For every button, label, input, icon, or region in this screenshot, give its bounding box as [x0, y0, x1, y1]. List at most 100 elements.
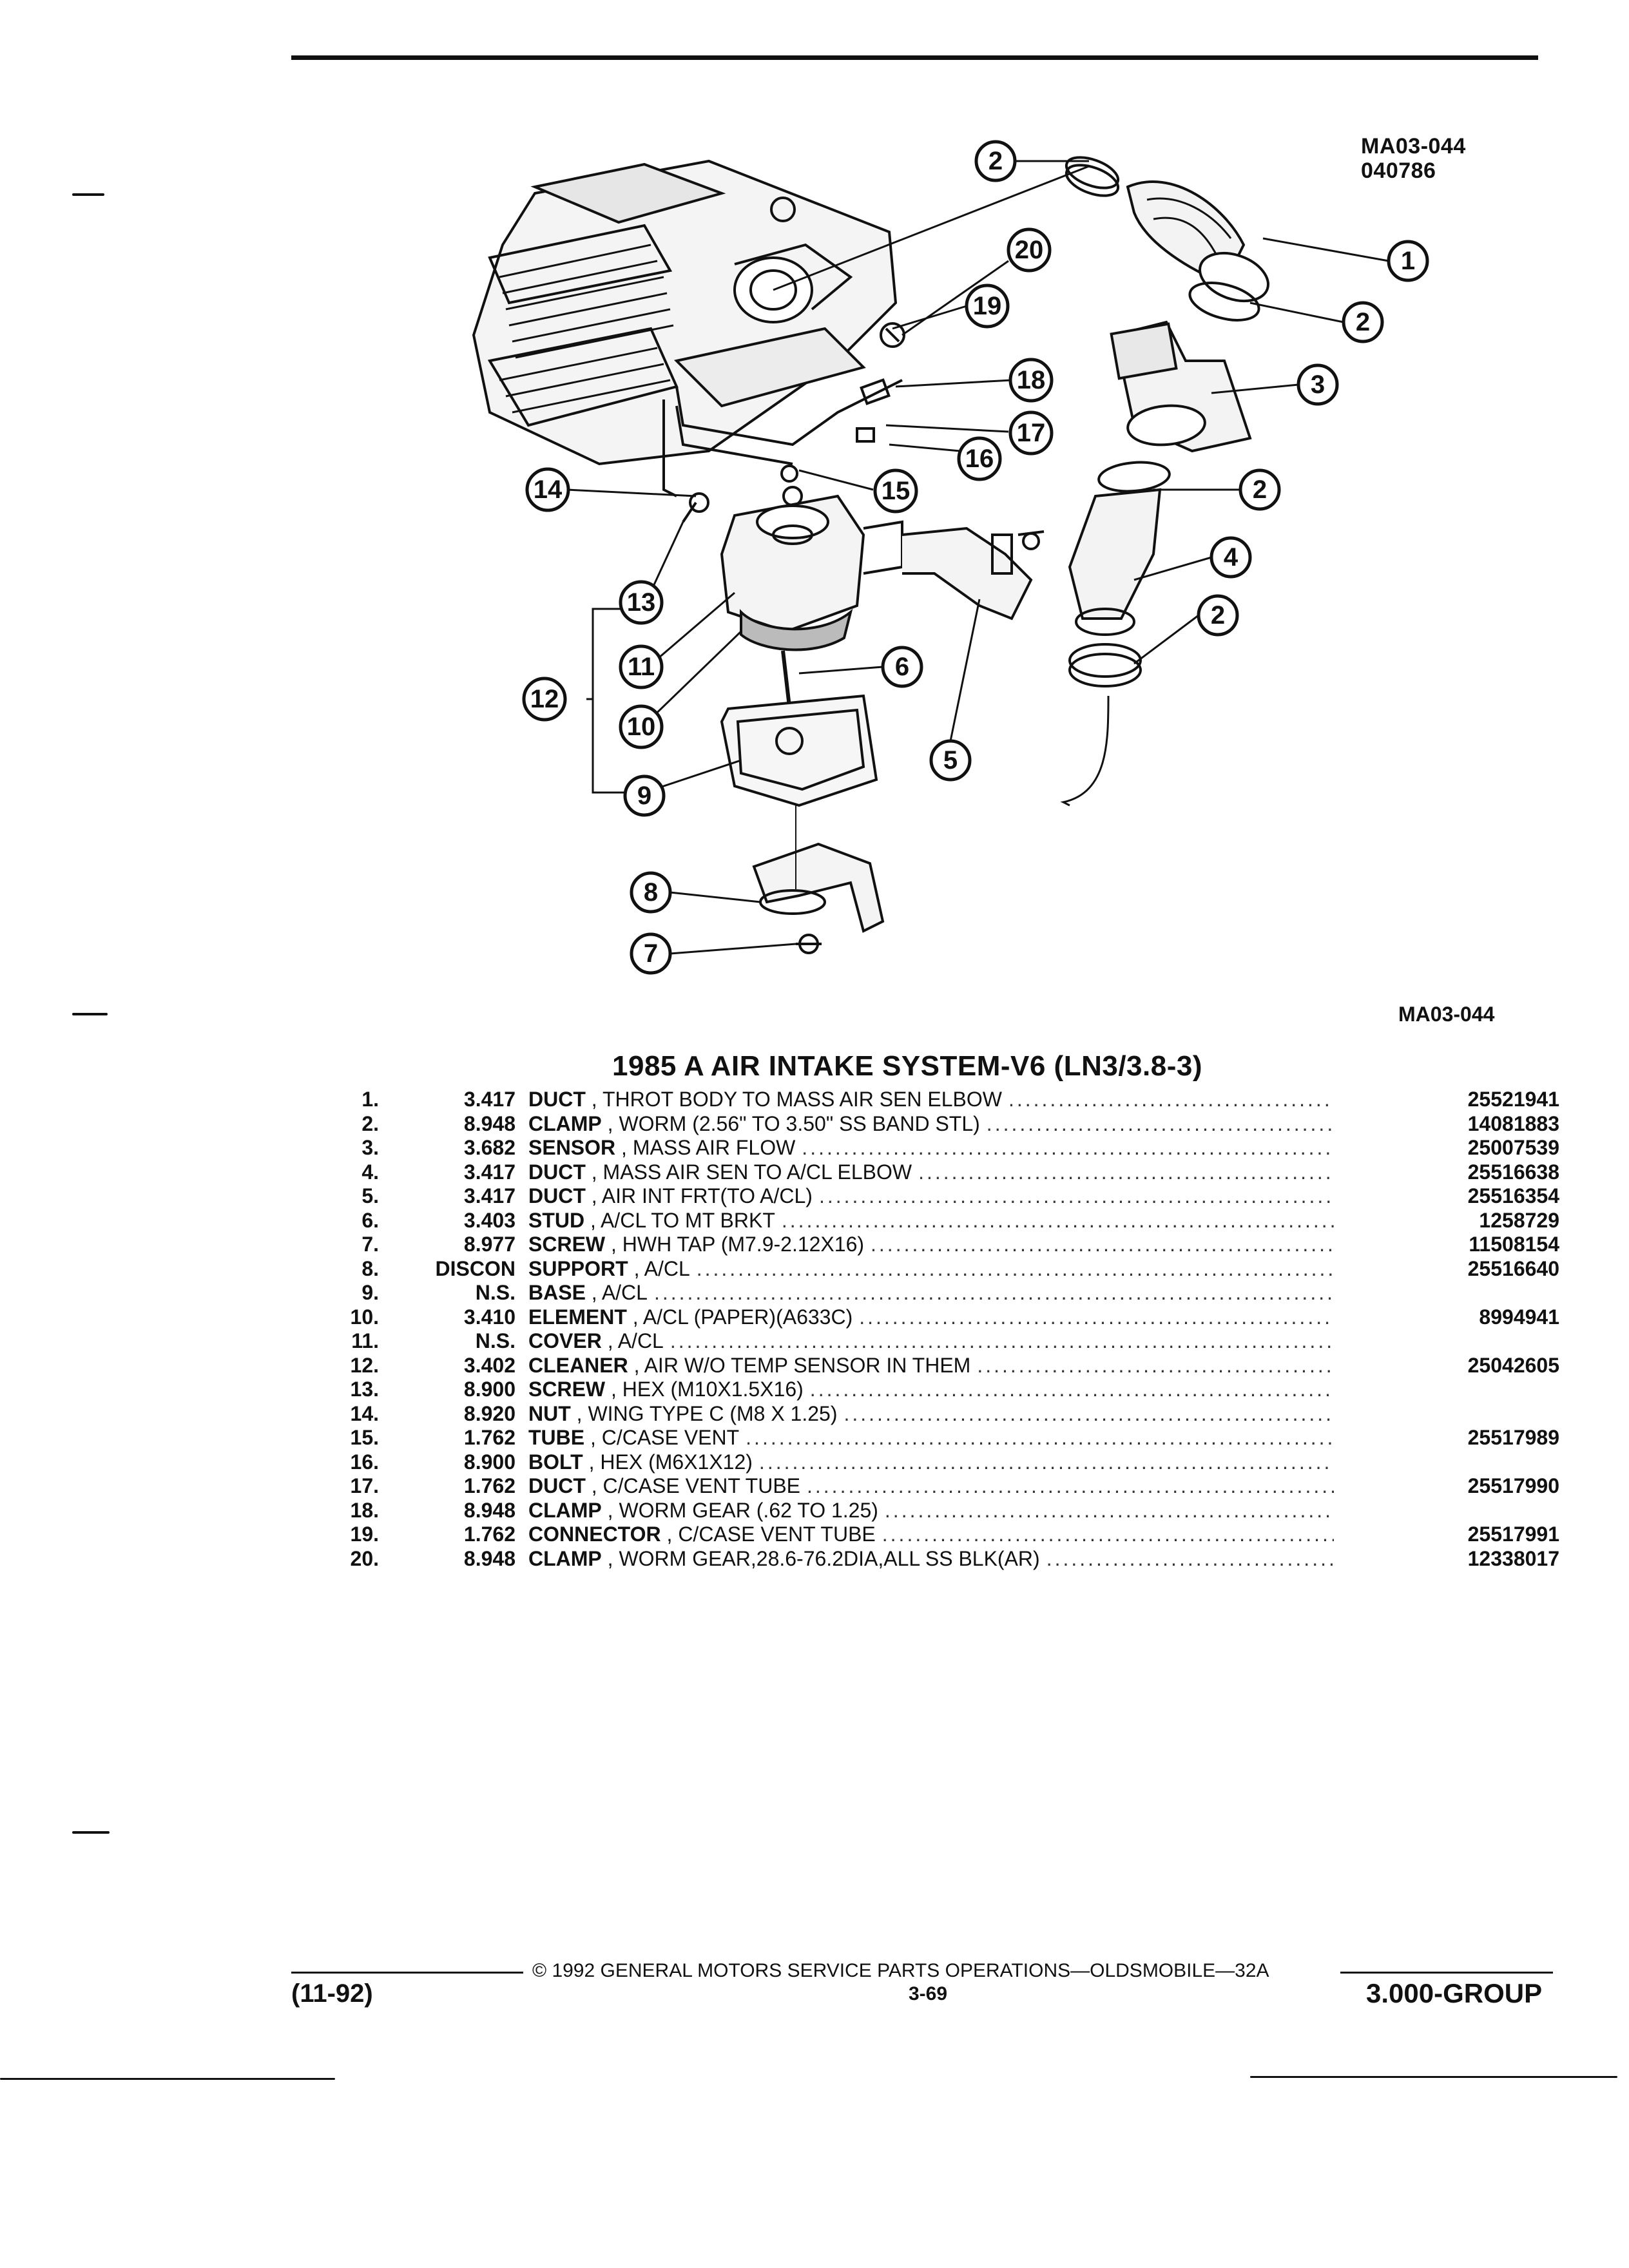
item-number: 17. [350, 1474, 379, 1497]
part-name: CLAMP [528, 1546, 602, 1570]
part-number: 25516640 [1467, 1256, 1559, 1280]
svg-text:14: 14 [534, 476, 563, 504]
svg-text:18: 18 [1017, 366, 1046, 394]
part-desc-text: A/CL [644, 1256, 690, 1280]
svg-text:2: 2 [988, 147, 1003, 175]
svg-text:12: 12 [530, 685, 559, 713]
part-description: CLAMP , WORM GEAR,28.6-76.2DIA,ALL SS BL… [528, 1547, 1334, 1571]
exploded-parts-diagram: 1 2 2 3 2 4 2 5 6 7 8 9 10 11 12 13 14 1… [472, 140, 1429, 975]
part-desc-text: MASS AIR FLOW [632, 1136, 796, 1159]
part-desc-sep: , [570, 1401, 588, 1425]
svg-text:16: 16 [965, 445, 994, 473]
part-desc-text: WORM GEAR (.62 TO 1.25) [619, 1498, 878, 1522]
margin-mark [72, 1013, 108, 1015]
group-number: 8.900 [463, 1378, 516, 1401]
callout-2: 2 [1197, 594, 1239, 637]
callout-1: 1 [1387, 240, 1429, 282]
part-number: 8994941 [1479, 1305, 1559, 1329]
dot-leader: ........................................… [1046, 1546, 1334, 1570]
dot-leader: ........................................… [882, 1523, 1334, 1546]
callout-3: 3 [1296, 363, 1339, 406]
part-name: DUCT [528, 1160, 586, 1184]
item-number: 4. [361, 1160, 379, 1184]
part-desc-text: AIR INT FRT(TO A/CL) [601, 1184, 813, 1207]
margin-mark [72, 1831, 110, 1834]
svg-text:7: 7 [644, 939, 658, 968]
part-desc-sep: , [601, 1498, 619, 1522]
svg-text:10: 10 [627, 713, 656, 741]
callout-19: 19 [965, 284, 1010, 329]
part-name: DUCT [528, 1184, 586, 1207]
part-description: SCREW , HWH TAP (M7.9-2.12X16)..........… [528, 1233, 1334, 1257]
leader-lines [566, 160, 1389, 955]
part-description: CONNECTOR , C/CASE VENT TUBE............… [528, 1523, 1334, 1547]
parts-row: 2. 8.948 CLAMP , WORM (2.56" TO 3.50" SS B… [335, 1112, 1559, 1137]
dot-leader: ........................................… [758, 1450, 1334, 1474]
group-number: 8.948 [463, 1546, 516, 1570]
svg-text:8: 8 [644, 878, 658, 907]
callout-2: 2 [1239, 468, 1281, 511]
group-number: 8.948 [463, 1111, 516, 1135]
dot-leader: ........................................… [977, 1353, 1334, 1377]
part-desc-text: HWH TAP (M7.9-2.12X16) [622, 1233, 865, 1256]
item-number: 11. [351, 1329, 379, 1352]
dot-leader: ........................................… [859, 1305, 1334, 1329]
part-description: BOLT , HEX (M6X1X12)....................… [528, 1450, 1334, 1475]
part-number: 25007539 [1467, 1136, 1559, 1159]
part-desc-text: WORM (2.56" TO 3.50" SS BAND STL) [619, 1111, 980, 1135]
part-name: CLAMP [528, 1111, 602, 1135]
part-desc-text: AIR W/O TEMP SENSOR IN THEM [644, 1353, 971, 1377]
footer-rule-right [1340, 1972, 1553, 1974]
part-name: STUD [528, 1208, 585, 1232]
svg-text:15: 15 [882, 477, 911, 505]
footer-date: (11-92) [291, 1979, 373, 2008]
part-name: BOLT [528, 1450, 583, 1474]
part-name: TUBE [528, 1426, 585, 1449]
part-number: 25516638 [1467, 1160, 1559, 1184]
vent-tube-drawing [662, 322, 905, 497]
group-number: N.S. [475, 1329, 516, 1352]
part-name: DUCT [528, 1474, 586, 1497]
group-number: 8.948 [463, 1498, 516, 1522]
part-number: 11508154 [1469, 1233, 1559, 1256]
part-number: 1258729 [1479, 1208, 1559, 1232]
item-number: 6. [361, 1208, 379, 1232]
part-desc-sep: , [601, 1111, 619, 1135]
part-desc-sep: , [626, 1305, 643, 1329]
callout-5: 5 [929, 739, 972, 782]
part-desc-text: C/CASE VENT TUBE [678, 1523, 876, 1546]
group-number: 3.417 [463, 1184, 516, 1207]
part-desc-text: C/CASE VENT TUBE [602, 1474, 800, 1497]
part-name: DUCT [528, 1088, 586, 1111]
svg-text:17: 17 [1017, 419, 1046, 447]
bottom-rule-right [1250, 2076, 1617, 2078]
dot-leader: ........................................… [1008, 1088, 1334, 1111]
svg-text:1: 1 [1401, 247, 1415, 275]
group-number: 3.402 [463, 1353, 516, 1377]
part-description: SENSOR , MASS AIR FLOW..................… [528, 1136, 1334, 1160]
part-name: CLAMP [528, 1498, 602, 1522]
part-desc-text: A/CL TO MT BRKT [601, 1208, 775, 1232]
item-number: 10. [350, 1305, 379, 1329]
item-number: 5. [361, 1184, 379, 1207]
part-description: ELEMENT , A/CL (PAPER)(A633C)...........… [528, 1305, 1334, 1330]
part-description: STUD , A/CL TO MT BRKT..................… [528, 1209, 1334, 1233]
item-number: 9. [361, 1281, 379, 1304]
callout-11: 11 [619, 644, 664, 689]
svg-text:2: 2 [1253, 476, 1267, 504]
part-number: 25516354 [1467, 1184, 1559, 1207]
callout-2: 2 [974, 140, 1017, 182]
part-desc-sep: , [601, 1329, 618, 1352]
group-number: 1.762 [463, 1474, 516, 1497]
item-number: 2. [361, 1111, 379, 1135]
part-desc-text: A/CL [617, 1329, 664, 1352]
svg-text:4: 4 [1224, 543, 1239, 572]
